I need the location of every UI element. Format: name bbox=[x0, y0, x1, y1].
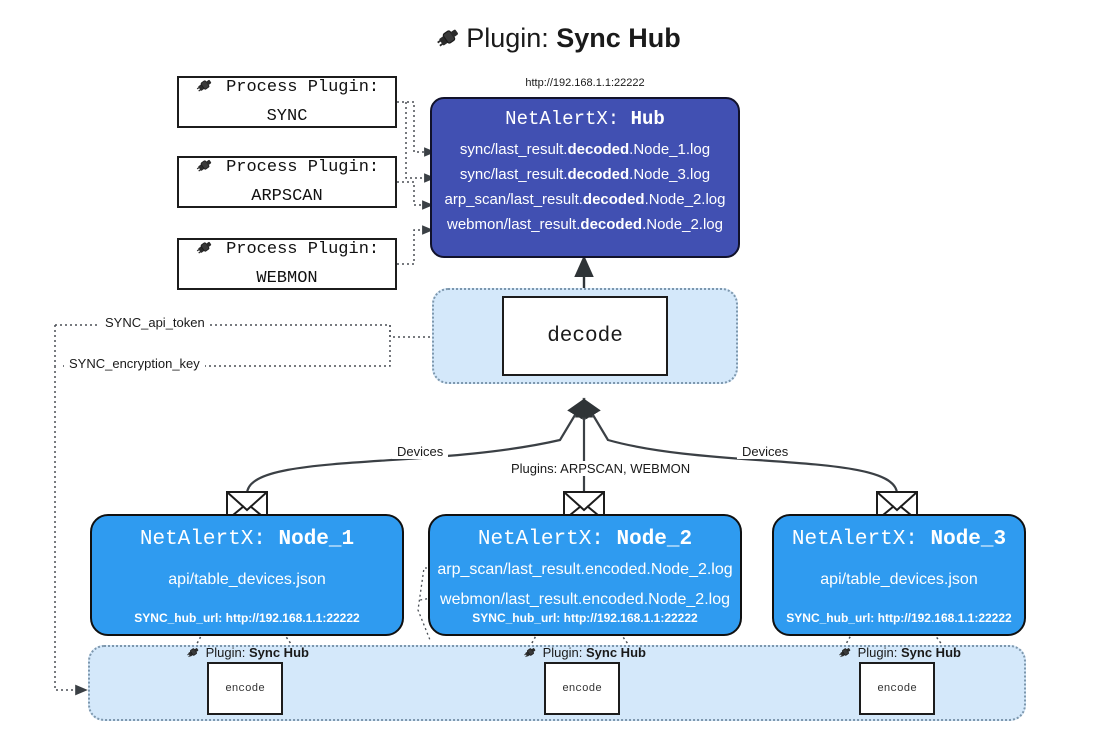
hub-title-name: Hub bbox=[630, 108, 665, 130]
node-line: webmon/last_result.encoded.Node_2.log bbox=[440, 591, 730, 608]
decode-box[interactable]: decode bbox=[502, 296, 668, 376]
node-title-prefix: NetAlertX: bbox=[477, 528, 617, 551]
node-box-node-1[interactable]: NetAlertX: Node_1 api/table_devices.json… bbox=[90, 514, 404, 636]
decode-label: decode bbox=[547, 324, 623, 348]
node-line: api/table_devices.json bbox=[820, 571, 978, 588]
encoder-plugin-prefix: Plugin: bbox=[542, 645, 586, 660]
edge-label-plugins-center: Plugins: ARPSCAN, WEBMON bbox=[506, 461, 696, 476]
setting-label-encryption-key: SYNC_encryption_key bbox=[64, 356, 205, 371]
log-prefix: arp_scan/last_result. bbox=[444, 191, 583, 208]
hub-box[interactable]: NetAlertX: Hub sync/last_result.decoded.… bbox=[430, 97, 740, 258]
encoder-plugin-label: Plugin: Sync Hub bbox=[838, 645, 961, 662]
process-plugin-box-webmon[interactable]: Process Plugin: WEBMON bbox=[177, 238, 397, 290]
plug-icon bbox=[838, 647, 857, 662]
page-title-prefix: Plugin: bbox=[466, 23, 557, 53]
encoder-plugin-name: Sync Hub bbox=[586, 645, 646, 660]
encoder-plugin-prefix: Plugin: bbox=[857, 645, 901, 660]
hub-log-line: sync/last_result.decoded.Node_1.log bbox=[460, 137, 710, 162]
process-plugin-label: Process Plugin: bbox=[226, 239, 380, 259]
node-title-prefix: NetAlertX: bbox=[139, 528, 279, 551]
process-plugin-heading: Process Plugin: bbox=[195, 75, 379, 104]
process-plugin-label: Process Plugin: bbox=[226, 77, 380, 97]
hub-title: NetAlertX: Hub bbox=[505, 108, 665, 130]
node-box-node-3[interactable]: NetAlertX: Node_3 api/table_devices.json… bbox=[772, 514, 1026, 636]
hub-url-label: http://192.168.1.1:22222 bbox=[525, 77, 645, 89]
node-title: NetAlertX: Node_2 bbox=[478, 528, 692, 551]
hub-log-line: webmon/last_result.decoded.Node_2.log bbox=[447, 212, 723, 237]
setting-label-api-token: SYNC_api_token bbox=[100, 315, 210, 330]
plug-icon bbox=[523, 647, 542, 662]
plug-icon bbox=[195, 79, 225, 100]
encode-label: encode bbox=[877, 682, 917, 695]
node-title-name: Node_2 bbox=[616, 528, 693, 551]
node-title: NetAlertX: Node_1 bbox=[140, 528, 354, 551]
encoder-plugin-prefix: Plugin: bbox=[205, 645, 249, 660]
log-prefix: sync/last_result. bbox=[459, 166, 568, 183]
log-suffix: .Node_2.log bbox=[642, 216, 723, 233]
node-footer: SYNC_hub_url: http://192.168.1.1:22222 bbox=[134, 611, 360, 625]
process-plugin-label: Process Plugin: bbox=[226, 157, 380, 177]
log-emphasis: decoded bbox=[580, 216, 643, 233]
encoder-plugin-label: Plugin: Sync Hub bbox=[186, 645, 309, 662]
log-suffix: .Node_3.log bbox=[629, 166, 711, 183]
log-emphasis: decoded bbox=[567, 166, 630, 183]
plug-icon bbox=[436, 19, 462, 63]
process-plugin-box-sync[interactable]: Process Plugin: SYNC bbox=[177, 76, 397, 128]
node-footer: SYNC_hub_url: http://192.168.1.1:22222 bbox=[786, 611, 1012, 625]
log-prefix: webmon/last_result. bbox=[447, 216, 581, 233]
process-plugin-name: ARPSCAN bbox=[251, 186, 323, 206]
node-line: api/table_devices.json bbox=[168, 571, 326, 588]
process-plugin-heading: Process Plugin: bbox=[195, 155, 379, 184]
plug-icon bbox=[195, 159, 225, 180]
node-title: NetAlertX: Node_3 bbox=[792, 528, 1006, 551]
node-title-prefix: NetAlertX: bbox=[791, 528, 931, 551]
process-plugin-name: WEBMON bbox=[256, 268, 318, 288]
log-suffix: .Node_2.log bbox=[644, 191, 726, 208]
encoder-plugin-label: Plugin: Sync Hub bbox=[523, 645, 646, 662]
encode-box-node-1[interactable]: encode bbox=[207, 662, 283, 715]
node-box-node-2[interactable]: NetAlertX: Node_2 arp_scan/last_result.e… bbox=[428, 514, 742, 636]
node-footer: SYNC_hub_url: http://192.168.1.1:22222 bbox=[472, 611, 698, 625]
edge-label-devices-right: Devices bbox=[737, 444, 794, 459]
encode-label: encode bbox=[225, 682, 265, 695]
encode-label: encode bbox=[562, 682, 602, 695]
page-title-name: Sync Hub bbox=[556, 23, 681, 53]
edge-label-devices-left: Devices bbox=[392, 444, 449, 459]
page-title: Plugin: Sync Hub bbox=[0, 16, 1117, 63]
hub-title-prefix: NetAlertX: bbox=[505, 108, 631, 130]
process-plugin-box-arpscan[interactable]: Process Plugin: ARPSCAN bbox=[177, 156, 397, 208]
encode-box-node-2[interactable]: encode bbox=[544, 662, 620, 715]
node-title-name: Node_3 bbox=[930, 528, 1007, 551]
node-line: arp_scan/last_result.encoded.Node_2.log bbox=[437, 561, 733, 578]
process-plugin-name: SYNC bbox=[266, 106, 308, 126]
plug-icon bbox=[186, 647, 205, 662]
encode-box-node-3[interactable]: encode bbox=[859, 662, 935, 715]
log-suffix: .Node_1.log bbox=[629, 141, 711, 158]
plug-icon bbox=[195, 241, 225, 262]
hub-log-line: sync/last_result.decoded.Node_3.log bbox=[460, 162, 710, 187]
process-plugin-heading: Process Plugin: bbox=[195, 237, 379, 266]
hub-log-line: arp_scan/last_result.decoded.Node_2.log bbox=[445, 187, 726, 212]
node-title-name: Node_1 bbox=[278, 528, 355, 551]
encoder-plugin-name: Sync Hub bbox=[901, 645, 961, 660]
log-prefix: sync/last_result. bbox=[459, 141, 568, 158]
log-emphasis: decoded bbox=[582, 191, 645, 208]
encoder-plugin-name: Sync Hub bbox=[249, 645, 309, 660]
log-emphasis: decoded bbox=[567, 141, 630, 158]
